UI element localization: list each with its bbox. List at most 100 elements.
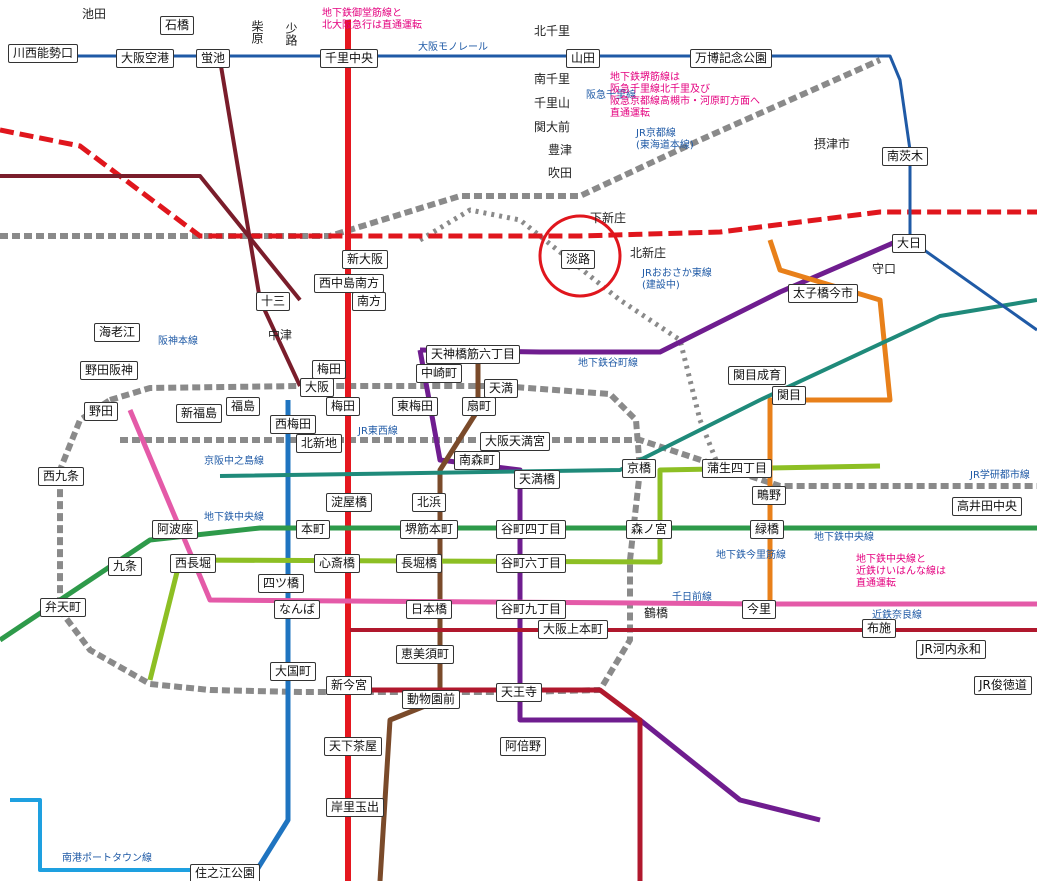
station-ebie[interactable]: 海老江 bbox=[94, 323, 141, 342]
station-tanimachi9[interactable]: 谷町九丁目 bbox=[496, 600, 567, 619]
station-nagahoribashi[interactable]: 長堀橋 bbox=[396, 554, 443, 573]
station-namba[interactable]: なんば bbox=[274, 600, 321, 619]
station-shuntoku[interactable]: JR俊徳道 bbox=[974, 676, 1032, 695]
label-jr-tozai: JR東西線 bbox=[358, 426, 398, 437]
station-tanimachi4[interactable]: 谷町四丁目 bbox=[496, 520, 567, 539]
station-tenjinbashi[interactable]: 天神橋筋六丁目 bbox=[426, 345, 521, 364]
station-bentencho[interactable]: 弁天町 bbox=[40, 598, 87, 617]
station-shinimamiya[interactable]: 新今宮 bbox=[326, 676, 373, 695]
station-kishinosato[interactable]: 岸里玉出 bbox=[326, 798, 385, 817]
station-umeda[interactable]: 梅田 bbox=[312, 360, 347, 379]
label-kintetsu-nara: 近鉄奈良線 bbox=[872, 610, 922, 621]
station-ebisucho[interactable]: 恵美須町 bbox=[396, 645, 455, 664]
station-shimoshinjo[interactable]: 下新庄 bbox=[590, 211, 627, 225]
station-hommachi[interactable]: 本町 bbox=[296, 520, 331, 539]
station-midoribashi[interactable]: 緑橋 bbox=[750, 520, 785, 539]
label-monorail: 大阪モノレール bbox=[418, 42, 488, 53]
station-kawachieiwa[interactable]: JR河内永和 bbox=[916, 640, 986, 659]
station-minamimorimachi[interactable]: 南森町 bbox=[454, 451, 501, 470]
station-abeno[interactable]: 阿倍野 bbox=[500, 737, 547, 756]
station-nipponbashi[interactable]: 日本橋 bbox=[406, 600, 453, 619]
station-temmabashi[interactable]: 天満橋 bbox=[514, 470, 561, 489]
station-dobutsuenmae[interactable]: 動物園前 bbox=[402, 690, 461, 709]
station-kujo[interactable]: 九条 bbox=[108, 557, 143, 576]
imazatosuji-line bbox=[767, 239, 893, 610]
station-dainichi[interactable]: 大日 bbox=[892, 234, 927, 253]
station-ishibashi[interactable]: 石橋 bbox=[160, 16, 195, 35]
station-fukushima[interactable]: 福島 bbox=[226, 397, 261, 416]
station-higashiumeda[interactable]: 東梅田 bbox=[392, 397, 439, 416]
station-kyobashi[interactable]: 京橋 bbox=[622, 459, 657, 478]
label-tanimachi: 地下鉄谷町線 bbox=[578, 358, 638, 369]
station-minamiibaraki[interactable]: 南茨木 bbox=[882, 147, 929, 166]
station-sekimeseiiku[interactable]: 関目成育 bbox=[728, 366, 787, 385]
station-nakatsu[interactable]: 中津 bbox=[268, 328, 293, 342]
station-gamo4[interactable]: 蒲生四丁目 bbox=[702, 459, 773, 478]
station-sekime[interactable]: 関目 bbox=[772, 386, 807, 405]
station-senrichuo[interactable]: 千里中央 bbox=[320, 49, 379, 68]
note-sakaisuji: 地下鉄堺筋線は 阪急千里線北千里及び 阪急京都線高槻市・河原町方面へ 直通運転 bbox=[610, 72, 760, 119]
station-kitasenri[interactable]: 北千里 bbox=[534, 24, 571, 38]
station-shoji[interactable]: 少路 bbox=[284, 22, 298, 46]
station-uehommachi[interactable]: 大阪上本町 bbox=[538, 620, 609, 639]
station-tanimachi6[interactable]: 谷町六丁目 bbox=[496, 554, 567, 573]
station-nakazakicho[interactable]: 中崎町 bbox=[416, 364, 463, 383]
station-suminoekoen[interactable]: 住之江公園 bbox=[190, 864, 261, 881]
station-yodoyabashi[interactable]: 淀屋橋 bbox=[326, 493, 373, 512]
station-suita[interactable]: 吹田 bbox=[548, 166, 573, 180]
station-toyotsu[interactable]: 豊津 bbox=[548, 143, 573, 157]
station-imazato[interactable]: 今里 bbox=[742, 600, 777, 619]
station-yotsubashi[interactable]: 四ツ橋 bbox=[258, 574, 305, 593]
station-senriyama[interactable]: 千里山 bbox=[534, 96, 571, 110]
station-hotarugaike[interactable]: 蛍池 bbox=[196, 49, 231, 68]
station-nishikujo[interactable]: 西九条 bbox=[38, 467, 85, 486]
tanimachi-line-south bbox=[417, 349, 821, 823]
station-minamikata[interactable]: 南方 bbox=[352, 292, 387, 311]
station-kandaimae[interactable]: 関大前 bbox=[534, 120, 571, 134]
station-osakakuko[interactable]: 大阪空港 bbox=[116, 49, 175, 68]
station-awaza[interactable]: 阿波座 bbox=[152, 520, 199, 539]
station-ogimachi[interactable]: 扇町 bbox=[462, 397, 497, 416]
station-shibahara[interactable]: 柴原 bbox=[250, 20, 264, 44]
station-shinfukushima[interactable]: 新福島 bbox=[176, 404, 223, 423]
station-awaji[interactable]: 淡路 bbox=[561, 250, 596, 269]
station-yamada[interactable]: 山田 bbox=[566, 49, 601, 68]
station-settsushi[interactable]: 摂津市 bbox=[814, 137, 851, 151]
station-sakaisuji-hommachi[interactable]: 堺筋本町 bbox=[400, 520, 459, 539]
station-tennoji2[interactable]: 鶴橋 bbox=[644, 606, 669, 620]
station-kamo[interactable]: 鴫野 bbox=[752, 486, 787, 505]
station-osaka[interactable]: 大阪 bbox=[300, 378, 335, 397]
station-ikeda[interactable]: 池田 bbox=[82, 7, 107, 21]
station-takaida[interactable]: 高井田中央 bbox=[952, 497, 1023, 516]
station-shin-osaka[interactable]: 新大阪 bbox=[342, 250, 389, 269]
station-moriguchi[interactable]: 守口 bbox=[872, 262, 897, 276]
station-morinomiya[interactable]: 森ノ宮 bbox=[626, 520, 673, 539]
label-hankyu-senri: 阪急千里線 bbox=[586, 90, 636, 101]
station-tenma[interactable]: 天満 bbox=[484, 379, 519, 398]
station-osakatenmangu[interactable]: 大阪天満宮 bbox=[480, 432, 551, 451]
label-sennichimae: 千日前線 bbox=[672, 592, 712, 603]
station-tennoji[interactable]: 天王寺 bbox=[496, 683, 543, 702]
station-noda[interactable]: 野田 bbox=[84, 402, 119, 421]
station-nishiumeda[interactable]: 西梅田 bbox=[270, 415, 317, 434]
hankyu-kyoto-line bbox=[0, 127, 1037, 239]
station-kamishinjo[interactable]: 北新庄 bbox=[630, 246, 667, 260]
yotsubashi-line bbox=[247, 400, 291, 881]
station-bampaku[interactable]: 万博記念公園 bbox=[690, 49, 773, 68]
station-minamisenri[interactable]: 南千里 bbox=[534, 72, 571, 86]
station-daikokucho[interactable]: 大国町 bbox=[270, 662, 317, 681]
station-shinsaibashi[interactable]: 心斎橋 bbox=[314, 554, 361, 573]
station-taishibashi[interactable]: 太子橋今市 bbox=[788, 284, 859, 303]
station-nishinagahori[interactable]: 西長堀 bbox=[170, 554, 217, 573]
station-umeda2[interactable]: 梅田 bbox=[326, 397, 361, 416]
station-fuse[interactable]: 布施 bbox=[862, 619, 897, 638]
station-nishinakajima[interactable]: 西中島南方 bbox=[314, 274, 385, 293]
station-kitashinchi[interactable]: 北新地 bbox=[296, 434, 343, 453]
station-tengachaya[interactable]: 天下茶屋 bbox=[324, 737, 383, 756]
station-nodahanshin[interactable]: 野田阪神 bbox=[80, 361, 139, 380]
station-juso[interactable]: 十三 bbox=[256, 292, 291, 311]
label-jr-higashi: JRおおさか東線 (建設中) bbox=[642, 268, 712, 291]
station-kitahama[interactable]: 北浜 bbox=[412, 493, 447, 512]
label-keihan-nakanoshima: 京阪中之島線 bbox=[204, 456, 264, 467]
station-kawanishinose[interactable]: 川西能勢口 bbox=[8, 44, 79, 63]
